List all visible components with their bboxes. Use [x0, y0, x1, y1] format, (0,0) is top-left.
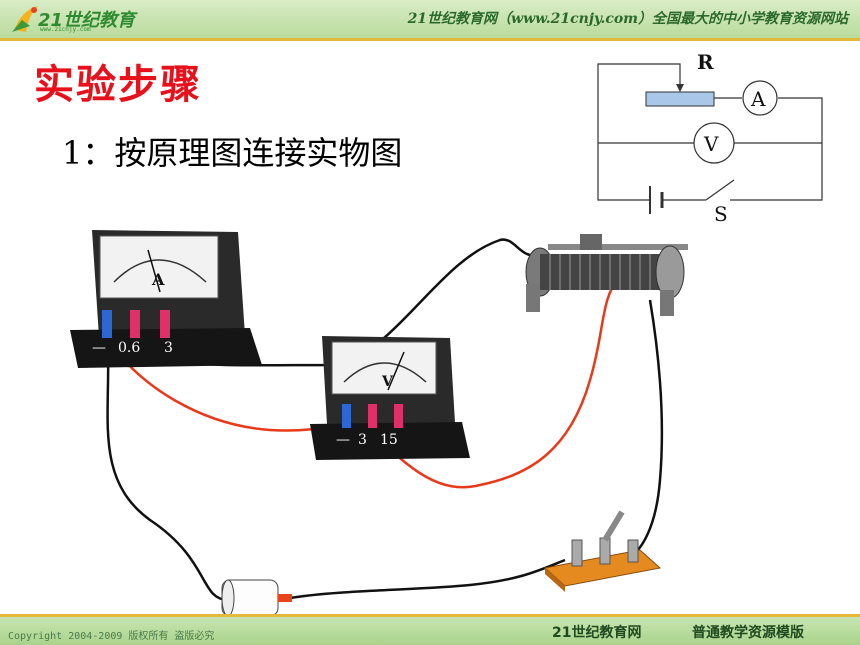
ammeter-device: A — 0.6 3	[70, 230, 262, 368]
slide-title: 实验步骤	[34, 62, 202, 108]
rheostat-device	[525, 234, 688, 316]
voltmeter-terminal-label-neg: —	[336, 432, 350, 448]
voltmeter-terminal-label-3: 3	[358, 432, 367, 448]
ammeter-terminal-neg	[102, 310, 112, 338]
resistor-symbol	[645, 91, 715, 107]
switch-device	[543, 510, 662, 592]
ammeter-terminal-label-3: 3	[164, 340, 173, 356]
voltmeter-symbol-label: V	[703, 132, 719, 156]
ammeter-terminal-06	[130, 310, 140, 338]
resistor-label: R	[697, 50, 714, 74]
ammeter-terminal-label-neg: —	[92, 340, 106, 356]
step-text: 1：按原理图连接实物图	[62, 134, 403, 172]
footer-site-name[interactable]: 21世纪教育网	[552, 625, 642, 641]
switch-label: S	[714, 202, 728, 226]
voltmeter-terminal-neg	[342, 404, 351, 428]
logo-icon	[12, 6, 38, 32]
voltmeter-terminal-15	[394, 404, 403, 428]
footer-divider	[0, 614, 860, 617]
header-bar	[0, 0, 860, 38]
site-logo[interactable]	[8, 2, 148, 36]
logo-text: 21世纪教育	[38, 10, 136, 31]
ammeter-terminal-3	[160, 310, 170, 338]
voltmeter-symbol	[693, 122, 735, 164]
rheostat-slider-arrow	[676, 84, 684, 92]
voltmeter-terminal-3	[368, 404, 377, 428]
footer-bar	[0, 617, 860, 645]
voltmeter-face-letter: V	[381, 374, 394, 390]
ammeter-face-letter: A	[151, 270, 165, 289]
logo-subtext: www.21cnjy.com	[40, 26, 91, 33]
header-divider	[0, 38, 860, 41]
copyright-text: Copyright 2004-2009 版权所有 盗版必究	[8, 631, 215, 642]
voltmeter-device: V — 3 15	[310, 336, 470, 460]
ammeter-symbol-label: A	[750, 87, 766, 111]
ammeter-symbol	[742, 80, 778, 116]
ammeter-terminal-label-06: 0.6	[118, 340, 140, 356]
site-slogan: 21世纪教育网（www.21cnjy.com）全国最大的中小学教育资源网站	[407, 11, 848, 27]
schematic-diagram	[597, 63, 823, 214]
voltmeter-terminal-label-15: 15	[380, 432, 398, 448]
footer-template-name: 普通教学资源模版	[692, 625, 804, 641]
battery-device	[221, 579, 292, 617]
